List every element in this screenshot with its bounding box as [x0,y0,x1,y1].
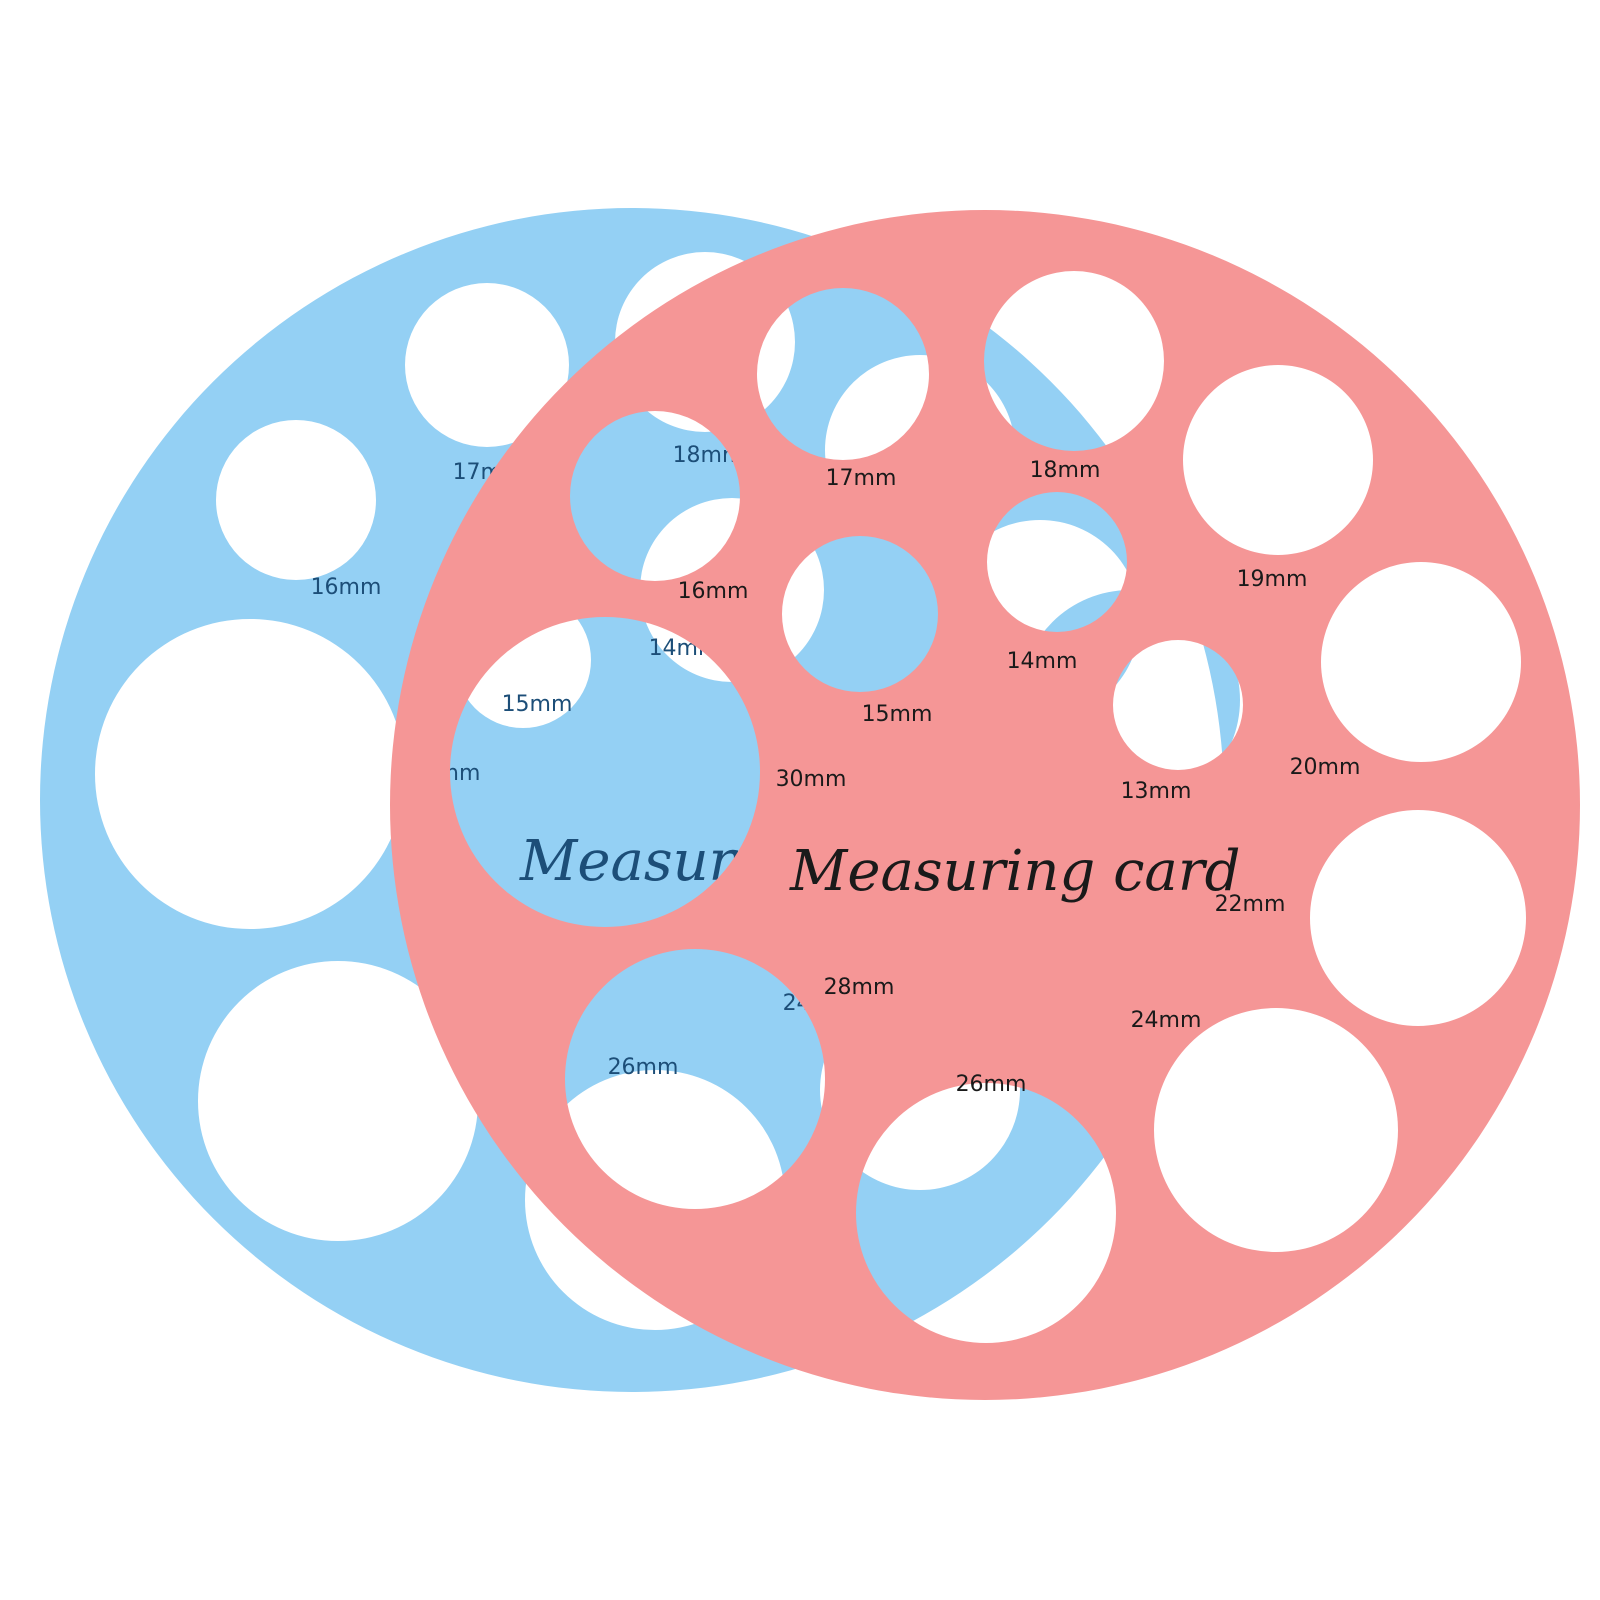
pink-label-13mm: 13mm [1121,779,1192,804]
pink-label-26mm: 26mm [956,1072,1027,1097]
pink-label-28mm: 28mm [824,975,895,1000]
pink-card-disc [390,210,1580,1400]
pink-label-16mm: 16mm [678,579,749,604]
blue-label-26mm: 26mm [608,1055,679,1080]
pink-card-labels: 17mm 18mm 16mm 14mm 19mm 15mm 20mm 13mm … [678,458,1361,1097]
pink-label-19mm: 19mm [1237,567,1308,592]
blue-label-16mm: 16mm [311,575,382,600]
pink-label-17mm: 17mm [826,466,897,491]
blue-label-15mm: 15mm [502,692,573,717]
pink-label-22mm: 22mm [1215,892,1286,917]
blue-card-disc [40,208,1240,1392]
pink-label-15mm: 15mm [862,702,933,727]
pink-label-14mm: 14mm [1007,649,1078,674]
pink-label-20mm: 20mm [1290,755,1361,780]
pink-label-18mm: 18mm [1030,458,1101,483]
pink-label-24mm: 24mm [1131,1008,1202,1033]
pink-card-title: Measuring card [789,839,1240,904]
pink-label-30mm: 30mm [776,767,847,792]
pink-measuring-card: 17mm 18mm 16mm 14mm 19mm 15mm 20mm 13mm … [390,210,1580,1400]
